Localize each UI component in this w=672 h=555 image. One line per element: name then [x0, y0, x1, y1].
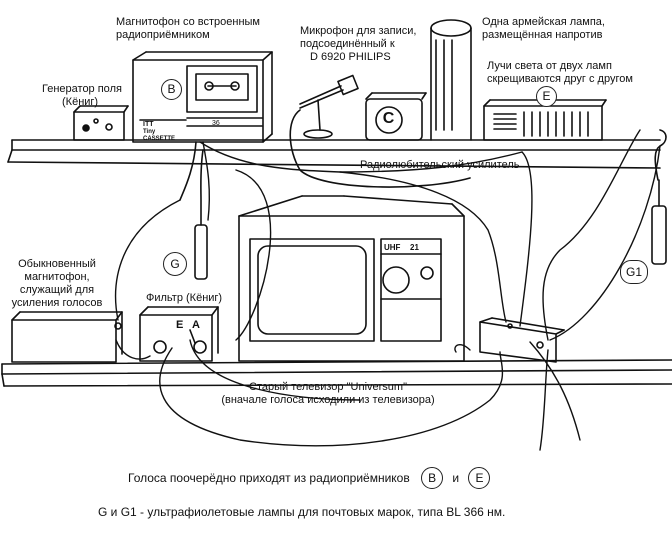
voices-caption-text: Голоса поочерёдно приходят из радиоприём… [128, 471, 410, 485]
lower-shelf [1, 359, 672, 387]
amplifier-device [365, 92, 427, 141]
microphone-label: Микрофон для записи, подсоединённый к D … [300, 25, 416, 64]
caption-marker-e: E [468, 467, 491, 489]
tape-radio-label-line-1: Магнитофон со встроенным [116, 16, 260, 28]
itt-label-2: Tiny [143, 129, 156, 135]
cables [115, 129, 661, 451]
army-lamp-label-line-2: размещённая напротив [482, 29, 603, 41]
tape-radio-label: Магнитофон со встроенным радиоприёмником [116, 16, 260, 42]
filter-device [139, 306, 219, 362]
itt-label-3: CASSETTE [143, 136, 175, 142]
microphone-label-line-1: Микрофон для записи, [300, 25, 417, 37]
channel-label: 21 [410, 243, 419, 252]
marker-e: E [536, 86, 557, 107]
filter-label: Фильтр (Кёниг) [146, 292, 223, 304]
ordinary-tape-label-line-2: магнитофон, [24, 271, 90, 283]
generator-label-line-1: Генератор поля [42, 83, 122, 95]
beams-label-line-2: скрещиваются друг с другом [487, 73, 633, 85]
army-lamp-label: Одна армейская лампа, размещённая напрот… [482, 16, 605, 42]
ordinary-tape-label-line-1: Обыкновенный [18, 258, 96, 270]
filter-label-arrow [189, 329, 196, 344]
ordinary-tape-label: Обыкновенный магнитофон, служащий для ус… [4, 258, 110, 310]
marker-b: B [161, 79, 182, 100]
microphone-device [289, 74, 471, 188]
tape-counter-label: 36 [212, 120, 220, 127]
tv-device [238, 195, 465, 362]
generator-label: Генератор поля (Кёниг) [42, 83, 122, 109]
filter-e-label: E [176, 319, 183, 331]
army-lamp-device [430, 19, 472, 141]
tape-radio-label-line-2: радиоприёмником [116, 29, 210, 41]
marker-g1: G1 [620, 260, 648, 284]
ordinary-tape-label-line-4: усиления голосов [11, 297, 103, 309]
uv-lamp-g1-device [651, 129, 667, 265]
tv-label: Старый телевизор "Universum" (вначале го… [208, 381, 448, 407]
field-generator-device [73, 105, 129, 141]
junction-box-device [479, 317, 565, 363]
tv-label-line-2: (вначале голоса исходили из телевизора) [221, 394, 435, 406]
army-lamp-label-line-1: Одна армейская лампа, [482, 16, 605, 28]
marker-c: C [382, 110, 395, 127]
microphone-label-line-3: D 6920 PHILIPS [310, 51, 391, 63]
filter-a-label: A [192, 319, 200, 331]
marker-g: G [163, 252, 187, 276]
radio-cassette-device [132, 51, 273, 143]
generator-label-line-2: (Кёниг) [62, 96, 99, 108]
ordinary-tape-label-line-3: служащий для [19, 284, 95, 296]
ordinary-tape-device [11, 311, 123, 363]
amplifier-label: Радиолюбительский усилитель [360, 159, 520, 171]
caption-marker-b: B [421, 467, 444, 489]
caption-and: и [452, 471, 460, 485]
beams-label-line-1: Лучи света от двух ламп [487, 60, 612, 72]
beams-label: Лучи света от двух ламп скрещиваются дру… [487, 60, 633, 86]
upper-shelf [7, 139, 661, 169]
uhf-label: UHF [384, 243, 401, 252]
lamps-caption: G и G1 - ультрафиолетовые лампы для почт… [98, 505, 506, 519]
tv-label-line-1: Старый телевизор "Universum" [249, 381, 407, 393]
uv-lamp-g-device [179, 141, 208, 280]
microphone-label-line-2: подсоединённый к [300, 38, 395, 50]
voices-caption: Голоса поочерёдно приходят из радиоприём… [128, 467, 491, 489]
itt-label-1: ITT [143, 121, 154, 128]
